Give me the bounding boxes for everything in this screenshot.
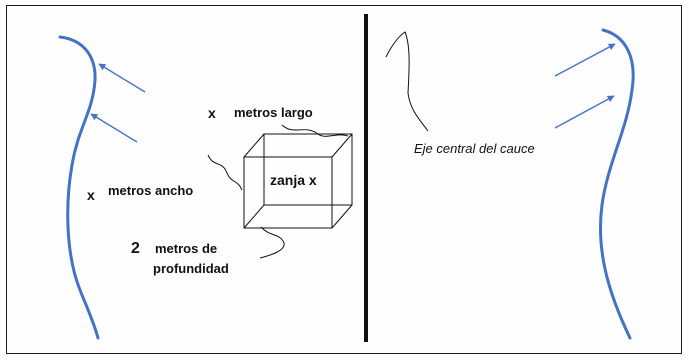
trench-edge xyxy=(331,133,353,158)
left-river-bank xyxy=(58,35,100,340)
width-callout-curve xyxy=(207,154,243,191)
left-flow-arrow-upper xyxy=(98,63,146,93)
right-river-bank xyxy=(598,28,635,340)
trench-back-face xyxy=(243,156,333,229)
width-label: metros ancho xyxy=(108,183,194,198)
right-flow-arrow-upper xyxy=(554,43,616,77)
trench-edge xyxy=(243,204,265,229)
trench-edge xyxy=(243,133,265,158)
length-callout-curve xyxy=(281,124,349,137)
trench-front-face xyxy=(263,133,353,206)
trench-box xyxy=(243,133,353,229)
width-number-label: x xyxy=(87,187,95,203)
depth-number-label: 2 xyxy=(131,240,140,257)
axis-callout-curve xyxy=(385,31,429,132)
right-flow-arrow-lower xyxy=(554,95,615,129)
depth-label-line1: metros de xyxy=(155,241,218,256)
length-number-label: x xyxy=(208,105,216,121)
depth-label-line2: profundidad xyxy=(153,261,229,276)
diagram-frame xyxy=(6,5,682,354)
central-axis-label: Eje central del cauce xyxy=(414,141,535,156)
depth-callout-curve xyxy=(259,226,285,259)
length-label: metros largo xyxy=(234,105,313,120)
trench-edge xyxy=(331,204,353,229)
left-flow-arrow-lower xyxy=(90,113,138,143)
trench-label: zanja x xyxy=(270,172,317,188)
